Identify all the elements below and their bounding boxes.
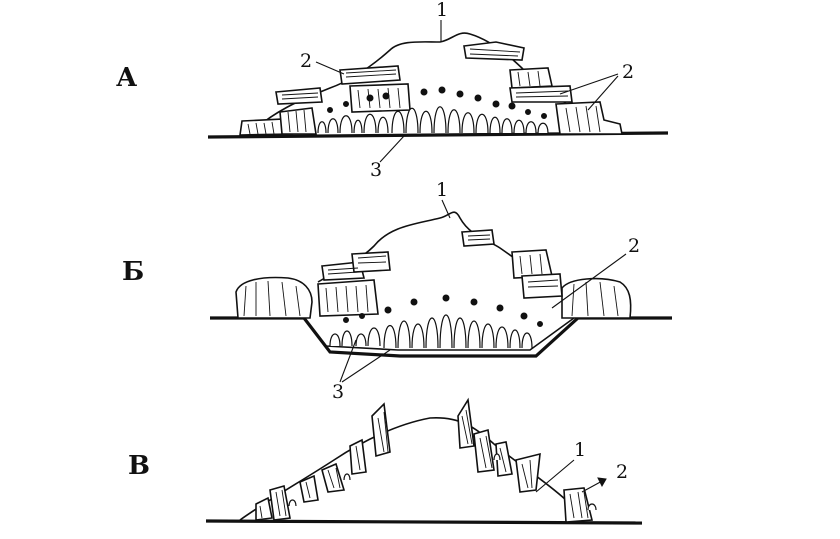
panel-v-rock <box>473 428 495 473</box>
panel-b-boulder-left <box>235 276 313 319</box>
panel-a-rock <box>275 87 323 105</box>
panel-a-rock <box>279 107 317 135</box>
panel-v-callout-2: 2 <box>616 461 628 483</box>
panel-b-plants <box>329 294 543 349</box>
panel-b-label: Б <box>122 257 144 287</box>
panel-b-leader-2 <box>551 253 627 309</box>
panel-a-rocks-left <box>239 65 411 136</box>
panel-a-leader-3 <box>379 135 405 163</box>
panel-a-leader-2-left <box>315 61 345 75</box>
panel-v-rock <box>255 496 273 521</box>
panel-a-rock <box>509 67 553 89</box>
panel-b-rock <box>317 279 379 317</box>
panel-b-rock <box>461 229 495 247</box>
panel-a-callout-2-left: 2 <box>300 50 312 72</box>
panel-v-arrow-head <box>597 477 607 488</box>
panel-b-rocks <box>317 229 563 317</box>
panel-b-boulders <box>235 276 632 319</box>
panel-v-leader-1 <box>535 459 575 493</box>
panel-b-pit-lining <box>303 317 575 351</box>
panel-a-leader-2-right-a <box>559 73 619 95</box>
panel-v-rock <box>457 397 475 449</box>
panel-b-callout-1: 1 <box>436 179 448 201</box>
panel-v: В <box>128 397 643 525</box>
panel-a-callout-1: 1 <box>436 0 448 21</box>
panel-b-callout-2: 2 <box>628 235 640 257</box>
panel-a-rock <box>509 85 573 103</box>
panel-v-rocks <box>255 397 594 523</box>
panel-v-rock <box>515 452 541 493</box>
panel-a-label: А <box>116 63 137 93</box>
panel-a-callout-3: 3 <box>370 159 382 181</box>
panel-b: Б <box>122 179 672 403</box>
panel-a-rock <box>555 101 623 135</box>
panel-v-callout-1: 1 <box>574 439 586 461</box>
panel-v-plants <box>288 453 597 511</box>
panel-v-ground-line <box>205 519 643 525</box>
panel-b-leader-3-b <box>341 349 391 383</box>
panel-a: А <box>116 0 669 181</box>
panel-a-leader-2-right-b <box>587 75 619 111</box>
panel-v-rock <box>371 402 391 458</box>
panel-a-rock <box>463 41 525 61</box>
panel-b-rock <box>351 251 391 273</box>
panel-v-rock <box>321 462 346 493</box>
panel-a-rock <box>339 65 401 85</box>
panel-a-plants <box>317 86 549 134</box>
panel-b-leader-1 <box>441 199 451 219</box>
panel-v-label: В <box>128 451 150 481</box>
panel-v-rock <box>495 441 513 477</box>
panel-a-rocks-right <box>463 41 623 135</box>
panel-b-callout-3: 3 <box>332 381 344 403</box>
panel-b-leader-3-a <box>339 339 357 383</box>
panel-v-rock <box>299 474 319 503</box>
panel-a-callout-2-right: 2 <box>622 61 634 83</box>
